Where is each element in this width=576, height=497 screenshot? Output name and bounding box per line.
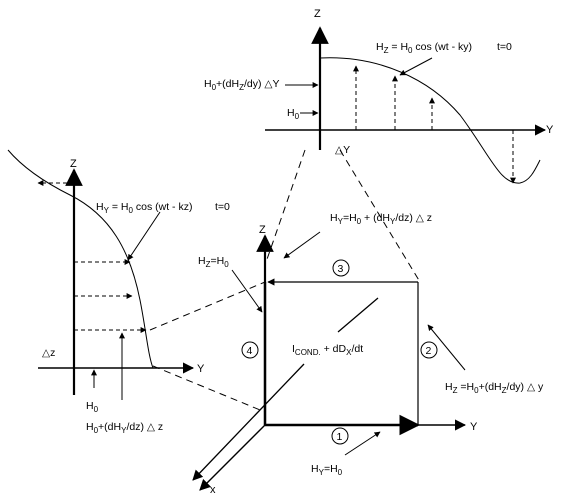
main-x-label: x bbox=[210, 484, 216, 496]
side4-label: HZ=H0 bbox=[198, 255, 229, 269]
top-z-label: Z bbox=[314, 8, 321, 20]
top-plot: Z Y HZ = H0 cos (wt - ky) t=0 H0+(dHZ/dy… bbox=[204, 8, 554, 184]
left-eq-pointer bbox=[127, 211, 161, 261]
side-2-marker bbox=[420, 341, 438, 359]
side1-pointer bbox=[344, 431, 381, 456]
top-time: t=0 bbox=[497, 41, 512, 53]
side-1-marker bbox=[331, 427, 349, 445]
left-delta-z: △z bbox=[42, 347, 55, 359]
side3-label: HY=H0 + (dHY/dz) △ z bbox=[330, 212, 432, 226]
top-h0-label: H0 bbox=[287, 107, 300, 121]
left-h0-label: H0 bbox=[86, 400, 99, 414]
side-3-number: 3 bbox=[338, 263, 344, 275]
current-label: ICOND. + dDX/dt bbox=[292, 343, 363, 357]
side2-label: HZ =H0+(dHZ/dy) △ y bbox=[445, 381, 544, 395]
top-equation: HZ = H0 cos (wt - ky) bbox=[376, 41, 472, 55]
left-equation: HY = H0 cos (wt - kz) bbox=[96, 201, 192, 215]
top-eq-pointer bbox=[399, 57, 433, 76]
connector-line bbox=[149, 281, 266, 331]
top-delta-y: △Y bbox=[335, 144, 350, 156]
current-arrow bbox=[192, 363, 305, 481]
top-cosine-curve bbox=[319, 57, 541, 184]
side-1-number: 1 bbox=[337, 431, 343, 443]
top-y-label: Y bbox=[546, 124, 554, 136]
side-2-number: 2 bbox=[426, 345, 432, 357]
main-x-axis bbox=[199, 424, 266, 491]
current-arrow bbox=[337, 297, 379, 333]
connector-line bbox=[339, 149, 421, 283]
side-4-number: 4 bbox=[247, 345, 253, 357]
main-y-label: Y bbox=[470, 421, 478, 433]
left-plot: Z Y HY = H0 cos (wt - kz) t=0 △z H0 H0+(… bbox=[7, 149, 230, 435]
side-4-marker bbox=[241, 341, 259, 359]
connector-line bbox=[152, 365, 266, 413]
top-hplus-label: H0+(dHZ/dy) △Y bbox=[204, 78, 280, 92]
left-z-label: Z bbox=[70, 158, 77, 170]
main-loop: 3 4 2 1 Z Y x HY=H0 + (dHY/dz) △ z HZ=H0… bbox=[192, 212, 544, 496]
side1-label: HY=H0 bbox=[311, 463, 343, 477]
side2-pointer bbox=[427, 324, 466, 371]
connector-lines bbox=[149, 149, 421, 413]
side-3-marker bbox=[332, 259, 350, 277]
left-cosine-curve bbox=[7, 149, 154, 369]
main-z-label: Z bbox=[259, 224, 266, 236]
left-time: t=0 bbox=[215, 201, 230, 213]
side4-pointer bbox=[231, 269, 263, 313]
left-y-label: Y bbox=[197, 363, 205, 375]
side3-pointer bbox=[283, 231, 321, 259]
left-hplus-label: H0+(dHY/dz) △ z bbox=[86, 421, 163, 435]
